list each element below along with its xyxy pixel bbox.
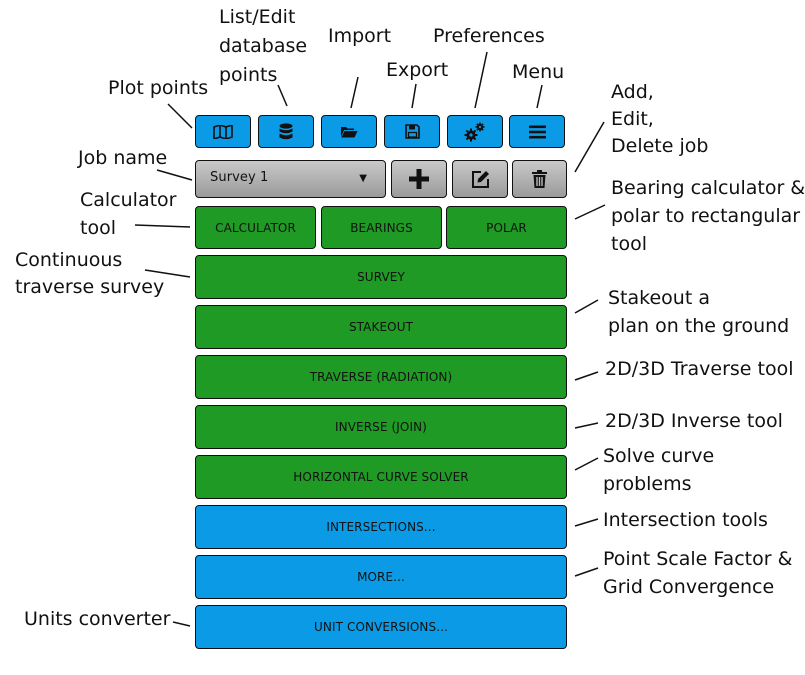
inverse-label: INVERSE (JOIN) <box>335 420 427 434</box>
annotation-stakeout-2: plan on the ground <box>608 315 790 337</box>
annotation-delete-job: Delete job <box>611 135 709 157</box>
annotation-curve-1: Solve curve <box>603 445 715 467</box>
export-button[interactable] <box>384 115 440 148</box>
annotation-bearing-2: polar to rectangular <box>611 205 801 227</box>
annotation-stakeout-1: Stakeout a <box>608 287 710 309</box>
database-icon <box>279 122 293 141</box>
annotation-traverse: 2D/3D Traverse tool <box>605 358 794 380</box>
annotation-list-edit-3: points <box>219 64 278 86</box>
annotation-calculator-1: Calculator <box>80 189 177 211</box>
folder-open-icon <box>340 125 358 138</box>
list-edit-points-button[interactable] <box>258 115 314 148</box>
inverse-button[interactable]: INVERSE (JOIN) <box>195 405 567 449</box>
annotation-calculator-2: tool <box>80 217 116 239</box>
annotation-import: Import <box>328 25 392 47</box>
annotation-plot-points: Plot points <box>108 77 209 99</box>
edit-job-button[interactable] <box>452 160 508 198</box>
trash-icon <box>532 170 547 188</box>
preferences-button[interactable] <box>447 115 503 148</box>
polar-label: POLAR <box>486 220 527 235</box>
bearings-label: BEARINGS <box>350 220 413 235</box>
annotation-curve-2: problems <box>603 473 692 495</box>
map-icon <box>213 124 233 139</box>
annotation-job-name: Job name <box>78 147 168 169</box>
more-button[interactable]: MORE... <box>195 555 567 599</box>
stakeout-label: STAKEOUT <box>348 320 414 334</box>
annotation-menu: Menu <box>512 61 565 83</box>
calculator-label: CALCULATOR <box>215 220 296 235</box>
annotation-continuous-2: traverse survey <box>15 276 165 298</box>
annotation-psf-1: Point Scale Factor & <box>603 548 793 570</box>
annotation-intersection: Intersection tools <box>603 509 768 531</box>
plus-icon <box>409 169 429 189</box>
annotation-edit: Edit, <box>611 108 654 130</box>
unit-conversions-button[interactable]: UNIT CONVERSIONS... <box>195 605 567 649</box>
units-label: UNIT CONVERSIONS... <box>314 620 448 634</box>
survey-button[interactable]: SURVEY <box>195 255 567 299</box>
annotation-bearing-1: Bearing calculator & <box>611 177 805 199</box>
annotation-units: Units converter <box>24 608 171 630</box>
import-button[interactable] <box>321 115 377 148</box>
save-icon <box>404 124 420 139</box>
polar-button[interactable]: POLAR <box>446 206 567 249</box>
annotation-add: Add, <box>611 81 654 103</box>
annotation-psf-2: Grid Convergence <box>603 576 775 598</box>
bearings-button[interactable]: BEARINGS <box>321 206 442 249</box>
plot-points-button[interactable] <box>195 115 251 148</box>
annotation-bearing-3: tool <box>611 233 647 255</box>
menu-button[interactable] <box>509 115 565 148</box>
caret-down-icon: ▼ <box>359 173 367 184</box>
calculator-button[interactable]: CALCULATOR <box>195 206 316 249</box>
gears-icon <box>464 122 486 142</box>
stakeout-button[interactable]: STAKEOUT <box>195 305 567 349</box>
annotation-inverse: 2D/3D Inverse tool <box>605 410 783 432</box>
annotation-preferences: Preferences <box>433 25 545 47</box>
job-name-value: Survey 1 <box>210 170 269 185</box>
job-name-select[interactable]: Survey 1 ▼ <box>195 160 386 198</box>
annotation-continuous-1: Continuous <box>15 249 123 271</box>
delete-job-button[interactable] <box>512 160 567 198</box>
intersections-label: INTERSECTIONS... <box>326 520 436 534</box>
traverse-label: TRAVERSE (RADIATION) <box>309 370 453 384</box>
edit-icon <box>471 170 490 189</box>
annotation-list-edit-1: List/Edit <box>219 6 296 28</box>
intersections-button[interactable]: INTERSECTIONS... <box>195 505 567 549</box>
annotation-export: Export <box>386 59 449 81</box>
survey-label: SURVEY <box>357 270 405 284</box>
hamburger-menu-icon <box>528 125 546 139</box>
annotation-list-edit-2: database <box>219 35 308 57</box>
traverse-button[interactable]: TRAVERSE (RADIATION) <box>195 355 567 399</box>
curve-label: HORIZONTAL CURVE SOLVER <box>293 470 469 484</box>
add-job-button[interactable] <box>391 160 447 198</box>
horizontal-curve-solver-button[interactable]: HORIZONTAL CURVE SOLVER <box>195 455 567 499</box>
more-label: MORE... <box>357 570 405 584</box>
